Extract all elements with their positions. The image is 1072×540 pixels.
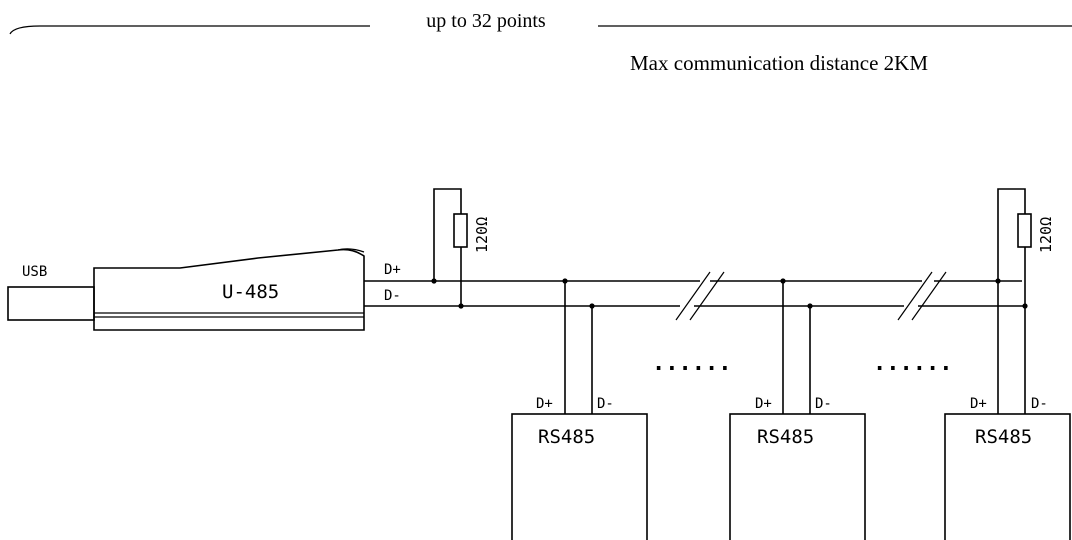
- ellipsis-1: ......: [652, 351, 731, 376]
- break-mark: [675, 271, 711, 321]
- device-3-dplus: D+: [970, 396, 987, 412]
- device-3-label: RS485: [975, 426, 1032, 448]
- usb-adapter: [7, 248, 365, 331]
- device-1-label: RS485: [538, 426, 595, 448]
- bus-lines: [364, 271, 1025, 321]
- break-mark: [897, 271, 933, 321]
- device-box: [729, 413, 866, 540]
- junction-dot: [458, 303, 464, 309]
- device-1-dminus: D-: [597, 396, 614, 412]
- junction-dot: [807, 303, 813, 309]
- resistor-label-left: 120Ω: [473, 217, 491, 253]
- junction-dot: [562, 278, 568, 284]
- resistor-label-right: 120Ω: [1037, 217, 1055, 253]
- junction-dot: [780, 278, 786, 284]
- break-mark: [689, 271, 725, 321]
- span-label: up to 32 points: [426, 10, 546, 32]
- device-box: [944, 413, 1071, 540]
- span-bracket: [9, 25, 1072, 35]
- ellipsis-2: ......: [873, 351, 952, 376]
- rs485-device-3: [944, 281, 1071, 540]
- resistor-body: [1017, 213, 1032, 248]
- adapter-label: U-485: [222, 281, 279, 303]
- device-2-label: RS485: [757, 426, 814, 448]
- junction-dot: [589, 303, 595, 309]
- device-box: [511, 413, 648, 540]
- termination-resistor-right: [995, 188, 1032, 309]
- rs485-device-1: [511, 278, 648, 540]
- bus-dplus-label: D+: [384, 262, 401, 278]
- device-3-dminus: D-: [1031, 396, 1048, 412]
- junction-dot: [431, 278, 437, 284]
- device-2-dplus: D+: [755, 396, 772, 412]
- bus-dminus-label: D-: [384, 288, 401, 304]
- rs485-device-2: [729, 278, 866, 540]
- usb-label: USB: [22, 264, 47, 280]
- resistor-body: [453, 213, 468, 248]
- distance-label: Max communication distance 2KM: [630, 51, 928, 75]
- device-2-dminus: D-: [815, 396, 832, 412]
- break-mark: [911, 271, 947, 321]
- device-1-dplus: D+: [536, 396, 553, 412]
- usb-plug: [7, 286, 95, 321]
- termination-resistor-left: [431, 188, 468, 309]
